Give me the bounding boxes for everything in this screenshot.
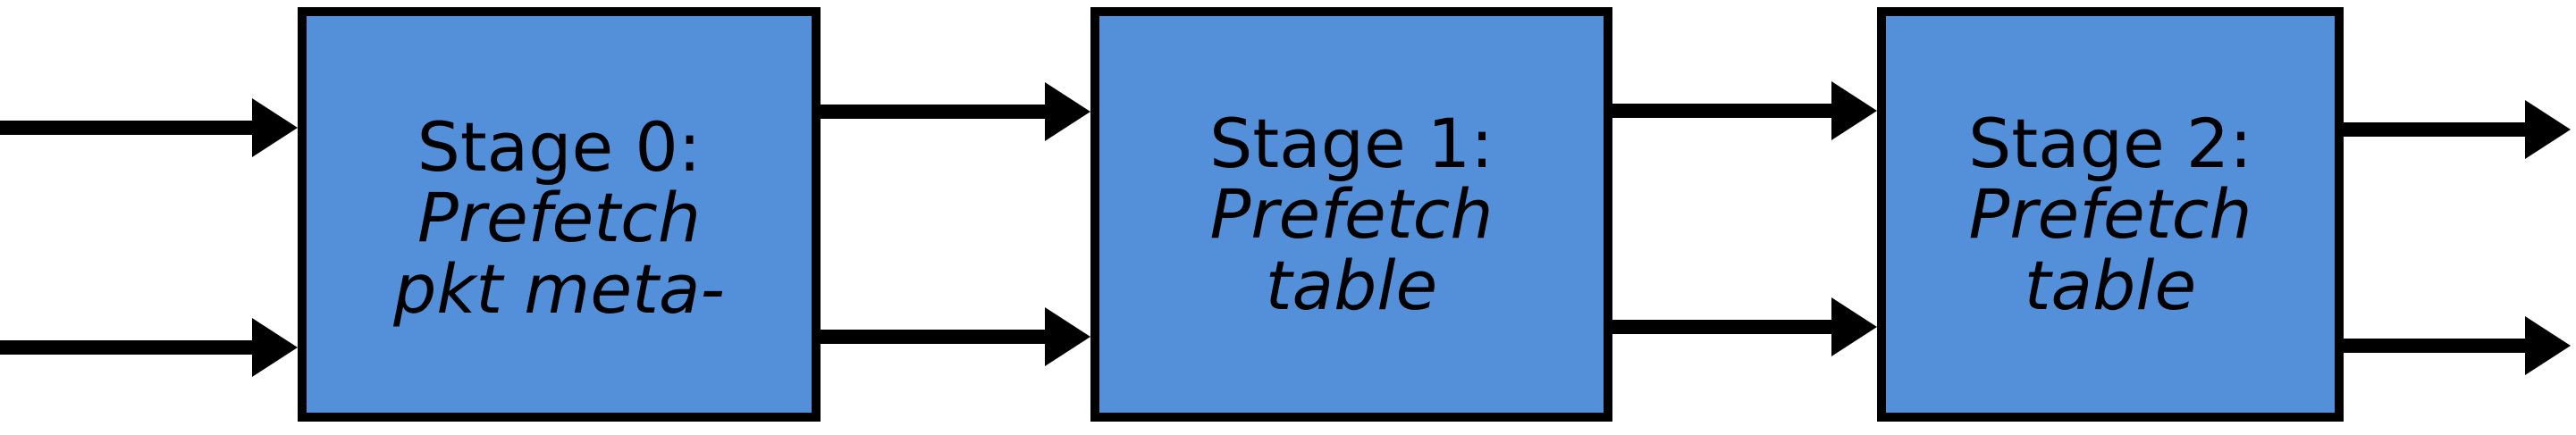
- input-arrows-group: [0, 98, 298, 377]
- stage0-to-stage1-bottom-head: [1045, 307, 1090, 366]
- stage0-to-stage1-top-head: [1045, 82, 1090, 141]
- output-arrow-bottom-head: [2525, 316, 2571, 375]
- input-arrow-top-head: [252, 98, 298, 157]
- output-arrows-group: [2344, 100, 2571, 375]
- stage1-to-stage2-top-head: [1831, 81, 1877, 140]
- stage-1-box[interactable]: [1090, 7, 1612, 422]
- stage-0-box[interactable]: [298, 7, 821, 422]
- stage-2-box[interactable]: [1877, 7, 2344, 422]
- stage1-to-stage2-bottom-head: [1831, 297, 1877, 356]
- input-arrow-bottom-head: [252, 318, 298, 377]
- stage1-to-stage2-arrows-group: [1612, 81, 1877, 356]
- stage-boxes-group: [298, 7, 2344, 422]
- output-arrow-top-head: [2525, 100, 2571, 159]
- stage0-to-stage1-arrows-group: [821, 82, 1090, 366]
